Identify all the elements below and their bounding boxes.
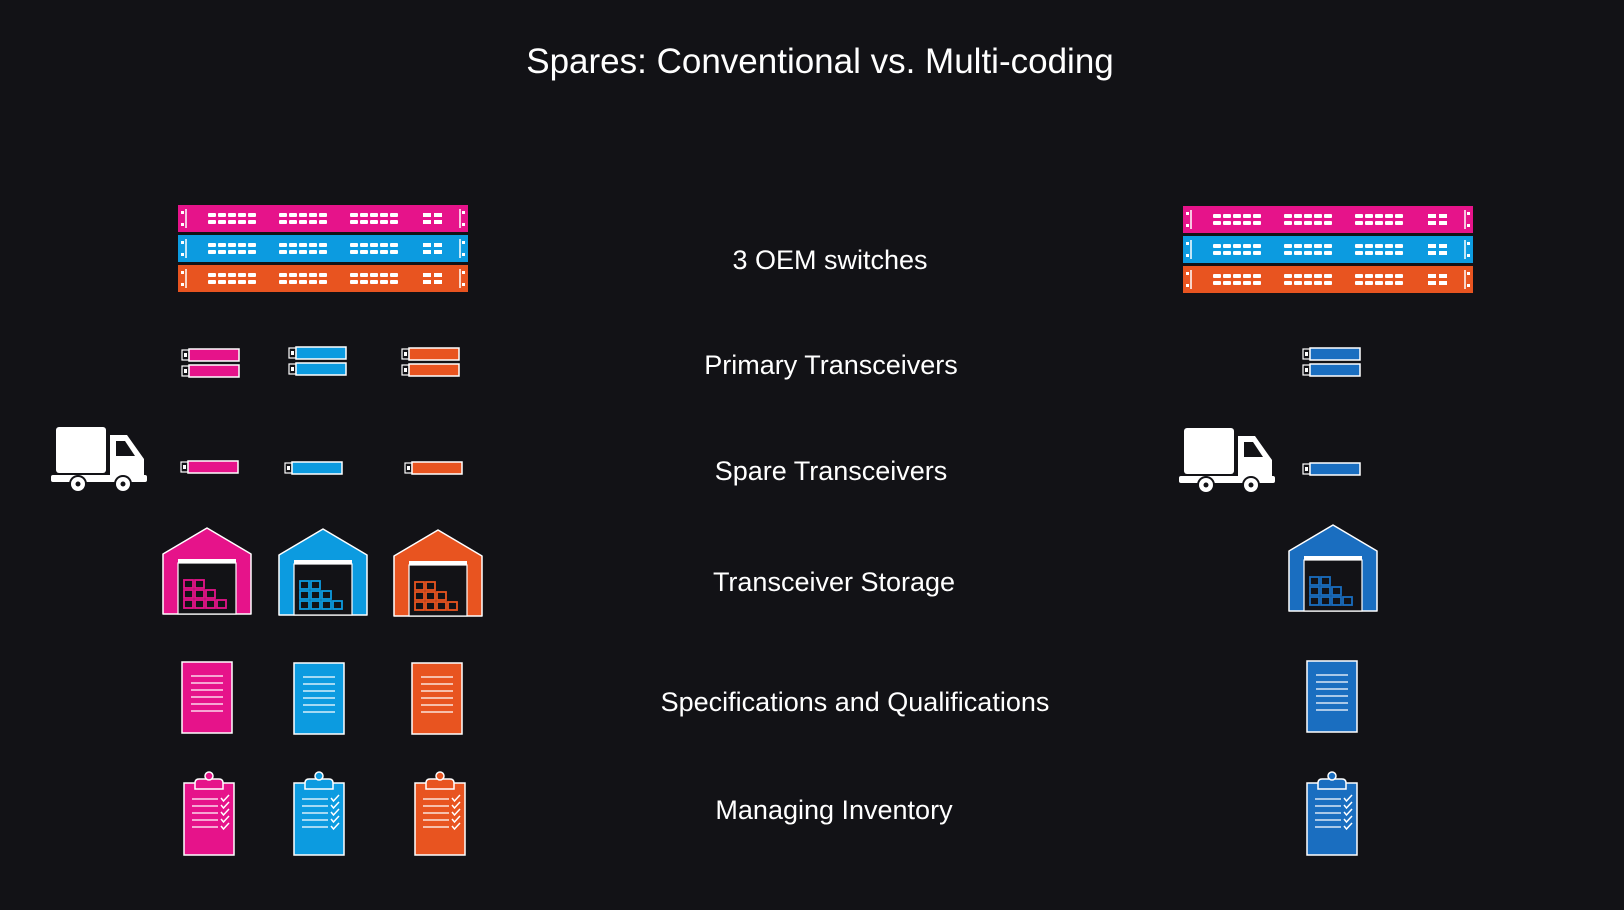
switch-rack-icon-magenta-right	[1183, 206, 1473, 233]
clipboard-checklist-icon-multi	[1306, 771, 1358, 856]
document-icon-multi	[1306, 660, 1358, 733]
spare-transceiver-icon-0	[180, 460, 239, 474]
clipboard-checklist-icon-2	[414, 771, 466, 856]
document-icon-0	[181, 661, 233, 734]
truck-icon-right	[1179, 428, 1275, 494]
spare-transceiver-icon-1	[284, 461, 343, 475]
spare-transceiver-icon-2	[404, 461, 463, 475]
warehouse-icon-1	[278, 528, 368, 616]
clipboard-checklist-icon-1	[293, 771, 345, 856]
clipboard-checklist-icon-0	[183, 771, 235, 856]
transceiver-pair-icon-multi	[1302, 347, 1361, 377]
switch-rack-icon-cyan-right	[1183, 236, 1473, 263]
label-transceiver-storage: Transceiver Storage	[712, 567, 956, 597]
switch-rack-icon-orange-right	[1183, 266, 1473, 293]
transceiver-pair-icon-1	[288, 346, 347, 376]
document-icon-1	[293, 662, 345, 735]
switch-rack-icon-magenta	[178, 205, 468, 232]
switch-rack-icon-cyan	[178, 235, 468, 262]
slide-title: Spares: Conventional vs. Multi-coding	[526, 42, 1114, 81]
warehouse-icon-multi	[1288, 524, 1378, 612]
transceiver-pair-icon-2	[401, 347, 460, 377]
label-spare-transceivers: Spare Transceivers	[714, 456, 948, 486]
warehouse-icon-0	[162, 527, 252, 615]
spare-transceiver-icon-multi	[1302, 462, 1361, 476]
label-managing-inventory: Managing Inventory	[715, 795, 953, 825]
document-icon-2	[411, 662, 463, 735]
truck-icon-left	[51, 427, 147, 493]
label-specifications: Specifications and Qualifications	[660, 687, 1050, 717]
warehouse-icon-2	[393, 529, 483, 617]
switch-rack-icon-orange	[178, 265, 468, 292]
transceiver-pair-icon-0	[181, 348, 240, 378]
label-switches: 3 OEM switches	[732, 245, 928, 275]
label-primary-transceivers: Primary Transceivers	[704, 350, 958, 380]
